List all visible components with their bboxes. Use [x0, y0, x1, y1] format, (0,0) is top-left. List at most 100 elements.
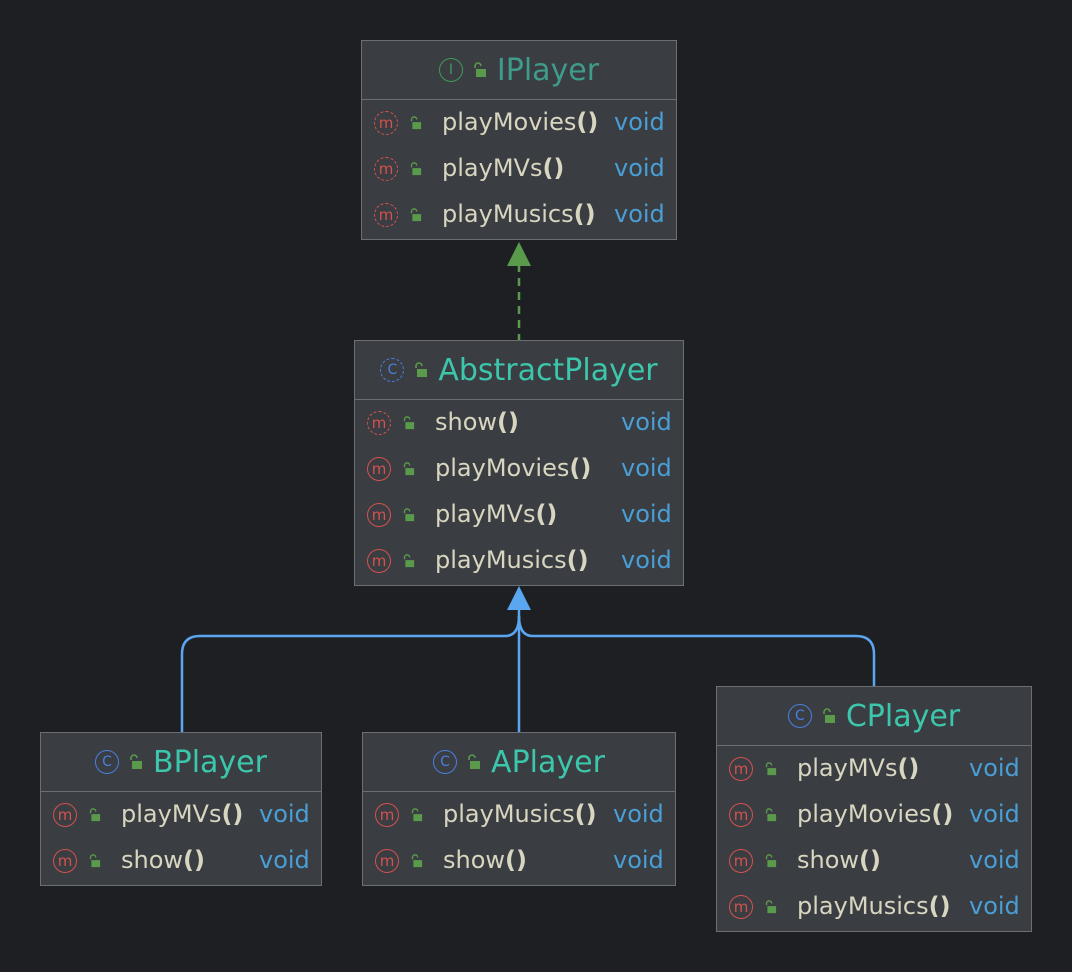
method-name: playMVs()	[435, 500, 558, 528]
method-return-type: void	[969, 800, 1020, 828]
method-icon: m	[729, 849, 753, 873]
public-lock-icon	[130, 754, 143, 769]
method-row[interactable]: m playMVs() void	[717, 746, 1031, 792]
class-icon: C	[787, 704, 812, 728]
inheritance-edge-bplayer	[180, 615, 521, 732]
method-row[interactable]: m playMVs() void	[355, 492, 683, 538]
method-return-type: void	[613, 846, 664, 874]
method-name: playMovies()	[797, 800, 954, 828]
aplayer-title: APlayer	[491, 744, 605, 780]
method-name: playMVs()	[121, 800, 244, 828]
method-name: playMusics()	[442, 200, 596, 228]
method-icon: m	[367, 549, 391, 573]
realization-edge	[507, 242, 531, 340]
method-icon: m	[375, 803, 399, 827]
method-name: playMusics()	[797, 892, 951, 920]
method-name: playMusics()	[435, 546, 589, 574]
interface-icon: I	[438, 58, 463, 82]
abstractplayer-node[interactable]: C AbstractPlayer m show() void m playMov…	[354, 340, 684, 586]
method-return-type: void	[969, 754, 1020, 782]
method-return-type: void	[259, 846, 310, 874]
method-name: playMovies()	[442, 108, 599, 136]
public-lock-icon	[468, 754, 481, 769]
method-return-type: void	[621, 500, 672, 528]
method-return-type: void	[259, 800, 310, 828]
bplayer-node[interactable]: C BPlayer m playMVs() void m show() void	[40, 732, 322, 886]
method-icon: m	[367, 457, 391, 481]
iplayer-methods: m playMovies() void m playMVs() void m p…	[362, 100, 676, 238]
method-row[interactable]: m playMusics() void	[362, 192, 676, 238]
method-return-type: void	[969, 892, 1020, 920]
method-name: playMovies()	[435, 454, 592, 482]
public-lock-icon	[403, 416, 415, 430]
method-return-type: void	[621, 546, 672, 574]
method-icon: m	[367, 503, 391, 527]
abstractplayer-header: C AbstractPlayer	[355, 341, 683, 400]
method-icon: m	[729, 803, 753, 827]
public-lock-icon	[410, 208, 422, 222]
public-lock-icon	[403, 462, 415, 476]
method-row[interactable]: m playMusics() void	[717, 884, 1031, 930]
class-icon: C	[433, 750, 458, 774]
method-name: playMusics()	[443, 800, 597, 828]
public-lock-icon	[89, 808, 101, 822]
public-lock-icon	[765, 762, 777, 776]
iplayer-title: IPlayer	[496, 52, 600, 88]
cplayer-title: CPlayer	[845, 698, 961, 734]
method-name: playMVs()	[797, 754, 920, 782]
method-name: show()	[435, 408, 519, 436]
method-icon: m	[375, 849, 399, 873]
bplayer-title: BPlayer	[153, 744, 267, 780]
iplayer-header: I IPlayer	[362, 41, 676, 100]
method-return-type: void	[614, 200, 665, 228]
method-row[interactable]: m playMovies() void	[717, 792, 1031, 838]
method-row[interactable]: m playMusics() void	[363, 792, 675, 838]
method-icon: m	[53, 849, 77, 873]
aplayer-node[interactable]: C APlayer m playMusics() void m show() v…	[362, 732, 676, 886]
method-row[interactable]: m playMVs() void	[362, 146, 676, 192]
public-lock-icon	[403, 508, 415, 522]
public-lock-icon	[474, 62, 486, 77]
method-row[interactable]: m show() void	[717, 838, 1031, 884]
method-abstract-icon: m	[374, 203, 398, 227]
aplayer-header: C APlayer	[363, 733, 675, 792]
aplayer-methods: m playMusics() void m show() void	[363, 792, 675, 884]
public-lock-icon	[411, 808, 423, 822]
abstractplayer-methods: m show() void m playMovies() void m play…	[355, 400, 683, 584]
method-row[interactable]: m show() void	[41, 838, 321, 884]
method-row[interactable]: m playMusics() void	[355, 538, 683, 584]
method-abstract-icon: m	[374, 157, 398, 181]
inheritance-edges	[180, 608, 876, 732]
bplayer-methods: m playMVs() void m show() void	[41, 792, 321, 884]
cplayer-node[interactable]: C CPlayer m playMVs() void m playMovies(…	[716, 686, 1032, 932]
method-name: playMVs()	[442, 154, 565, 182]
method-row[interactable]: m playMovies() void	[355, 446, 683, 492]
method-return-type: void	[614, 154, 665, 182]
class-icon: C	[95, 750, 120, 774]
inheritance-edge-cplayer	[517, 615, 876, 686]
public-lock-icon	[765, 854, 777, 868]
public-lock-icon	[411, 854, 423, 868]
public-lock-icon	[823, 708, 835, 723]
method-return-type: void	[621, 408, 672, 436]
method-icon: m	[53, 803, 77, 827]
method-row[interactable]: m playMVs() void	[41, 792, 321, 838]
method-abstract-icon: m	[374, 111, 398, 135]
public-lock-icon	[765, 808, 777, 822]
iplayer-node[interactable]: I IPlayer m playMovies() void m playMVs(…	[361, 40, 677, 240]
method-row[interactable]: m show() void	[355, 400, 683, 446]
method-row[interactable]: m playMovies() void	[362, 100, 676, 146]
method-return-type: void	[621, 454, 672, 482]
method-abstract-icon: m	[367, 411, 391, 435]
public-lock-icon	[415, 362, 428, 377]
method-row[interactable]: m show() void	[363, 838, 675, 884]
method-icon: m	[729, 757, 753, 781]
method-icon: m	[729, 895, 753, 919]
abstract-class-icon: C	[380, 358, 405, 382]
public-lock-icon	[765, 900, 777, 914]
public-lock-icon	[89, 854, 101, 868]
cplayer-header: C CPlayer	[717, 687, 1031, 746]
abstractplayer-title: AbstractPlayer	[438, 352, 658, 388]
inheritance-arrowhead	[507, 586, 531, 610]
